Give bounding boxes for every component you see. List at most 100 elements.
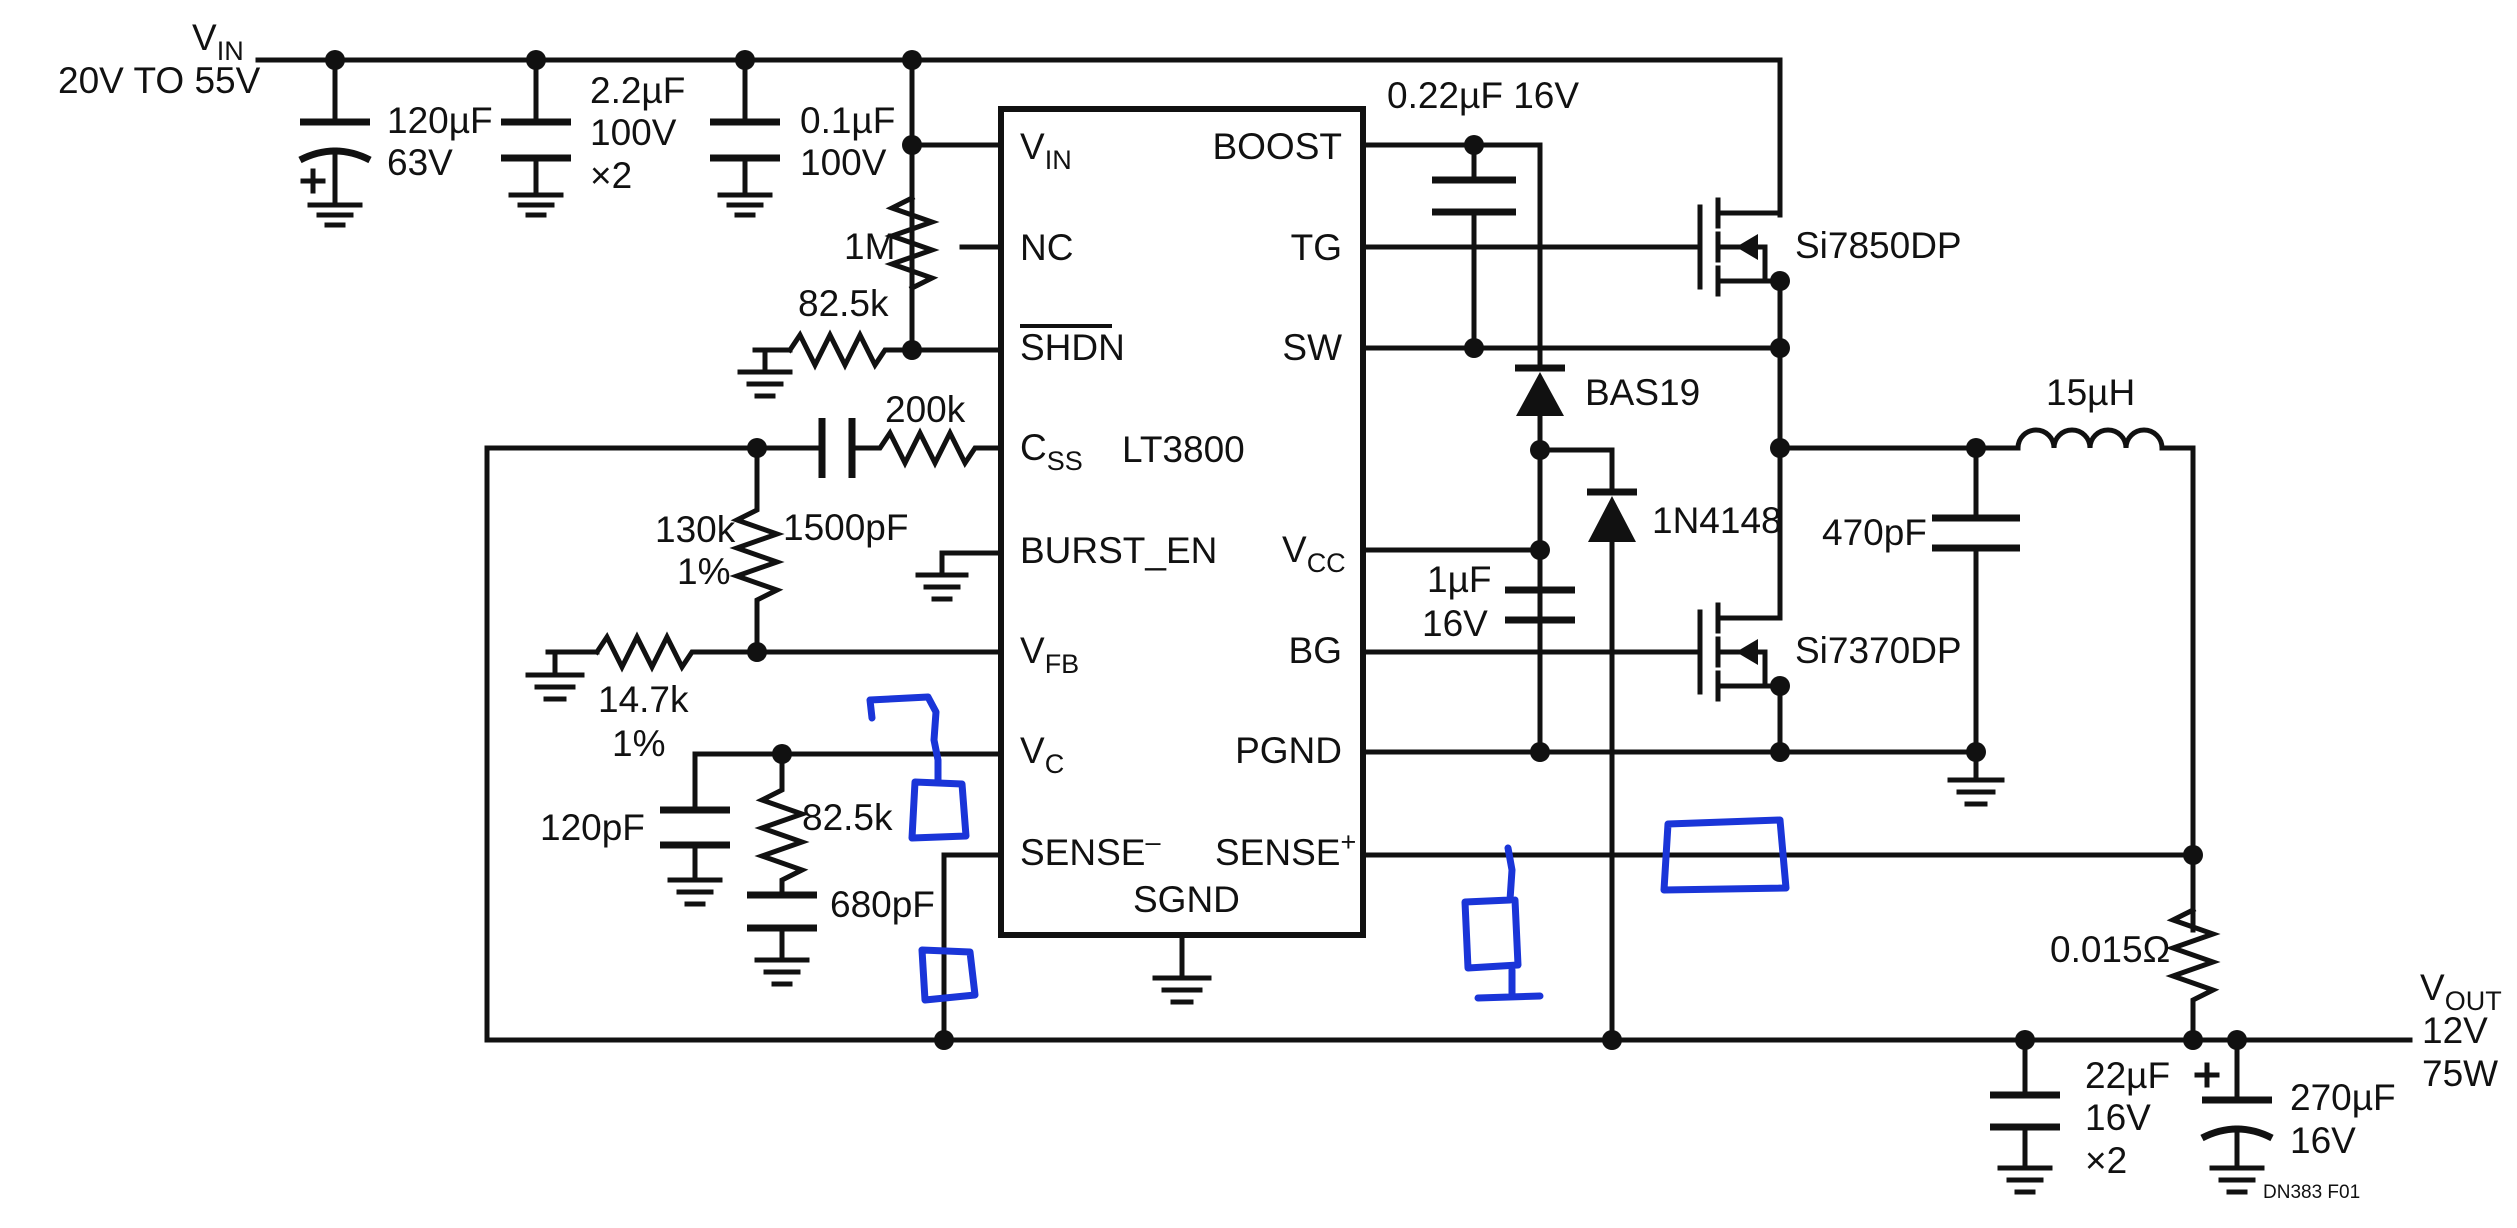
- ground-icon: [1152, 975, 1212, 1005]
- input-cap-120uf: 120µF 63V: [298, 57, 493, 228]
- input-cap-2u2f-count: ×2: [590, 155, 632, 196]
- vin-input-label: VIN 20V TO 55V: [58, 17, 261, 101]
- pin-bg-label: BG: [1289, 630, 1342, 671]
- c-vcc-value: 1µF: [1427, 559, 1492, 600]
- r-14k7-value: 14.7k: [598, 679, 689, 720]
- ink-stroke-top-left: [866, 693, 942, 784]
- d-1n4148-label: 1N4148: [1652, 500, 1782, 541]
- burst-en-wire: [939, 550, 1004, 578]
- inductor-15uh: [2015, 427, 2165, 451]
- ground-icon: [1947, 777, 2005, 807]
- ground-icon: [508, 192, 564, 218]
- vin-label-sub: IN: [217, 36, 244, 66]
- c-120pf-label: 120pF: [540, 807, 645, 848]
- vin-range-label: 20V TO 55V: [58, 60, 261, 101]
- pin-nc-label: NC: [1020, 227, 1073, 268]
- r-14k7-tol: 1%: [612, 723, 665, 764]
- pin-vfb-label: VFB: [1020, 630, 1079, 679]
- svg-text:VOUT: VOUT: [2420, 967, 2502, 1016]
- capacitor-120pf: [660, 806, 730, 849]
- resistor-1m: [884, 194, 940, 292]
- r-82k5-vc-label: 82.5k: [802, 797, 893, 838]
- pin-boost-label: BOOST: [1212, 126, 1342, 167]
- ground-icon: [667, 842, 723, 907]
- pin-sense-minus-sup: –: [1145, 827, 1160, 857]
- blue-ink-annotations: [866, 693, 1790, 1004]
- sense-minus-wire: [941, 852, 1004, 1043]
- ink-box-return: [918, 946, 979, 1004]
- pin-pgnd-label: PGND: [1235, 730, 1342, 771]
- input-cap-0u1f-value: 0.1µF: [800, 100, 895, 141]
- ground-icon: [717, 192, 773, 218]
- input-cap-2u2f-rating: 100V: [590, 112, 677, 153]
- r-1m-label: 1M: [844, 226, 895, 267]
- c-out-bulk-value: 270µF: [2290, 1077, 2396, 1118]
- c-680pf-label: 680pF: [830, 884, 935, 925]
- vout-voltage-label: 12V: [2422, 1010, 2488, 1051]
- ink-shape-sense-plus: [1461, 844, 1544, 1002]
- pin-sense-minus-main: SENSE: [1020, 832, 1145, 873]
- vout-label-sub: OUT: [2445, 986, 2502, 1016]
- r-14k7-gnd-wire: [545, 649, 600, 678]
- r-200k-label: 200k: [885, 389, 966, 430]
- resistor-14k7: [593, 631, 760, 673]
- pin-vfb-sub: FB: [1045, 649, 1080, 679]
- pin-sense-minus-label: SENSE–: [1020, 827, 1160, 873]
- mosfet-si7850dp-icon: [1697, 197, 1783, 351]
- capacitor-boost: [1432, 176, 1516, 216]
- ink-box-sense-line: [1660, 816, 1790, 894]
- pin-vin-sub: IN: [1045, 145, 1072, 175]
- output-cap-22uf: 22µF 16V ×2: [1990, 1037, 2170, 1195]
- ink-box-vc: [908, 778, 970, 842]
- pin-css-label: CSS: [1020, 427, 1083, 476]
- c-out-ceramic-value: 22µF: [2085, 1055, 2170, 1096]
- input-cap-0u1f: 0.1µF 100V: [710, 57, 895, 218]
- r-82k5-shdn-label: 82.5k: [798, 283, 889, 324]
- capacitor-680pf: [747, 891, 817, 932]
- diode-1n4148-icon: [1588, 496, 1636, 542]
- r-130k-tol: 1%: [677, 551, 730, 592]
- capacitor-1uf: [1505, 586, 1575, 624]
- resistor-82k5-shdn: [786, 329, 1004, 371]
- pin-vc-main: V: [1020, 730, 1045, 771]
- resistor-0r015: [2165, 906, 2221, 1043]
- pin-sgnd-label: SGND: [1133, 879, 1240, 920]
- vout-label-main: V: [2420, 967, 2445, 1008]
- resistor-200k: [849, 427, 1004, 469]
- ground-icon: [754, 925, 810, 987]
- ground-icon: [307, 202, 363, 228]
- c-1500pf-label: 1500pF: [783, 507, 909, 548]
- pin-css-main: C: [1020, 427, 1047, 468]
- input-cap-120uf-rating: 63V: [387, 142, 453, 183]
- pin-vin-label: VIN: [1020, 126, 1072, 175]
- input-cap-2u2f: 2.2µF 100V ×2: [501, 57, 685, 218]
- q-bottom-label: Si7370DP: [1795, 630, 1962, 671]
- c-out-ceramic-count: ×2: [2085, 1140, 2127, 1181]
- diode-bas19-icon: [1516, 372, 1564, 416]
- r-130k-value: 130k: [655, 509, 736, 550]
- pin-css-sub: SS: [1047, 446, 1083, 476]
- input-cap-2u2f-value: 2.2µF: [590, 70, 685, 111]
- resistor-130k: [729, 445, 785, 655]
- c-out-bulk-rating: 16V: [2290, 1120, 2356, 1161]
- resistor-82k5-vc: [754, 751, 810, 898]
- ground-icon: [737, 369, 793, 399]
- ground-icon: [915, 572, 969, 602]
- c-snubber-label: 470pF: [1822, 512, 1927, 553]
- q-top-label: Si7850DP: [1795, 225, 1962, 266]
- shdn-resistor-gnd-wire: [752, 347, 793, 375]
- pin-vin-main: V: [1020, 126, 1045, 167]
- pin-burst-en-label: BURST_EN: [1020, 530, 1217, 571]
- input-cap-120uf-value: 120µF: [387, 100, 493, 141]
- polarity-plus-icon: [2194, 1062, 2220, 1088]
- pin-sw-label: SW: [1282, 327, 1342, 368]
- c-out-ceramic-rating: 16V: [2085, 1097, 2151, 1138]
- ground-icon: [525, 672, 585, 702]
- pin-vcc-sub: CC: [1307, 548, 1346, 578]
- inductor-label: 15µH: [2046, 372, 2135, 413]
- pin-sense-plus-main: SENSE: [1215, 832, 1340, 873]
- capacitor-470pf: [1932, 514, 2020, 552]
- pin-vc-label: VC: [1020, 730, 1064, 779]
- pin-shdn-label: SHDN: [1020, 327, 1125, 368]
- polarity-plus-icon: [300, 168, 326, 194]
